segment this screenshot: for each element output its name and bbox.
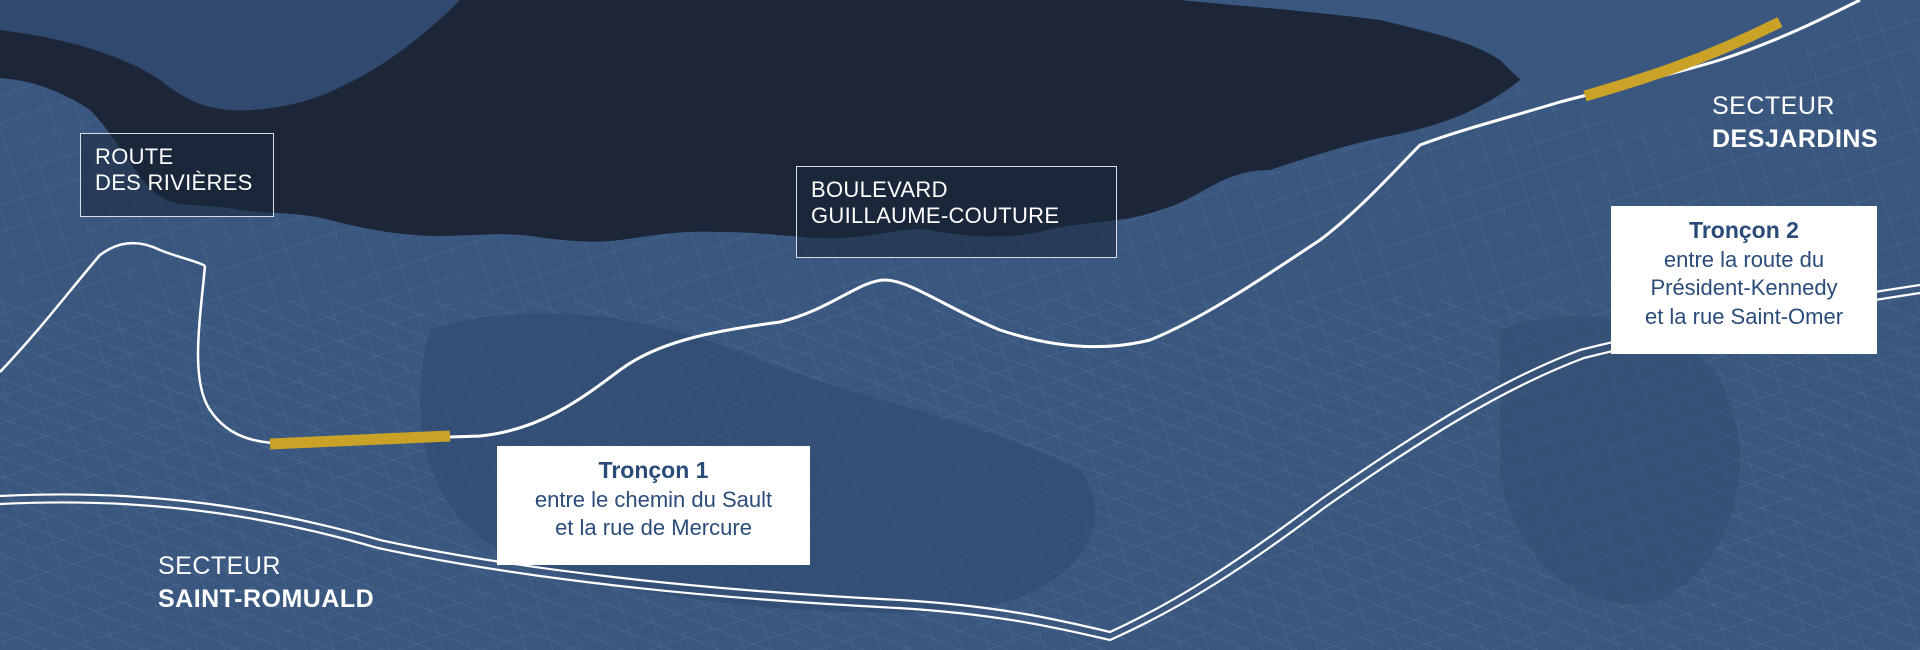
route-des-rivieres-label: ROUTE DES RIVIÈRES	[80, 133, 274, 217]
shoreline-land	[0, 0, 460, 111]
troncon-2-line1: entre la route du	[1663, 246, 1825, 272]
troncon-2-segment	[1583, 17, 1783, 102]
shoreline-land	[1180, 0, 1920, 122]
troncon-1-label: Tronçon 1 entre le chemin du Sault et la…	[497, 446, 810, 565]
sector-desjardins-label: SECTEUR DESJARDINS	[1712, 90, 1878, 155]
secondary-roads	[0, 241, 301, 446]
sector-saint-romuald-line1: SECTEUR	[158, 552, 281, 580]
sector-desjardins-line2: DESJARDINS	[1712, 124, 1879, 153]
boulevard-guillaume-couture-label: BOULEVARD GUILLAUME-COUTURE	[796, 166, 1117, 258]
troncon-1-segment	[269, 430, 451, 450]
highway-20	[0, 283, 1920, 642]
boulevard-guillaume-couture-road	[299, 0, 1861, 446]
troncon-1-line1: entre le chemin du Sault	[534, 486, 773, 512]
troncon-2-title: Tronçon 2	[1689, 217, 1799, 243]
boulevard-label-line2: GUILLAUME-COUTURE	[811, 203, 1060, 229]
sector-saint-romuald-label: SECTEUR SAINT-ROMUALD	[158, 550, 374, 615]
sector-desjardins-line1: SECTEUR	[1712, 92, 1835, 120]
troncon-1-line2: et la rue de Mercure	[555, 515, 752, 541]
route-des-rivieres-line1: ROUTE	[95, 144, 174, 169]
troncon-2-line3: et la rue Saint-Omer	[1644, 304, 1844, 330]
troncon-2-line2: Président-Kennedy	[1650, 275, 1838, 301]
sector-saint-romuald-line2: SAINT-ROMUALD	[158, 584, 375, 613]
boulevard-label-line1: BOULEVARD	[811, 177, 948, 202]
forest-area	[1500, 316, 1740, 604]
river-water	[0, 0, 1920, 242]
troncon-1-title: Tronçon 1	[598, 457, 709, 483]
route-des-rivieres-line2: DES RIVIÈRES	[95, 170, 253, 196]
troncon-2-label: Tronçon 2 entre la route du Président-Ke…	[1611, 206, 1877, 354]
